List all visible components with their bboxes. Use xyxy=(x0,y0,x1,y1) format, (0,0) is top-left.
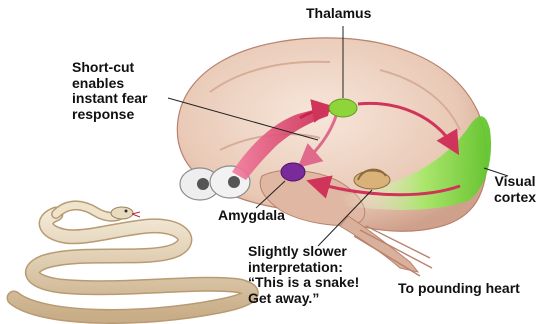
shortcut-label: Short-cut enables instant fear response xyxy=(72,60,147,123)
pounding-heart-label: To pounding heart xyxy=(398,281,520,297)
thalamus-node xyxy=(329,99,357,117)
amygdala-label: Amygdala xyxy=(218,208,285,224)
snake-illustration xyxy=(14,205,251,316)
slower-interpretation-label: Slightly slower interpretation: “This is… xyxy=(248,244,359,307)
amygdala-node xyxy=(281,163,305,181)
thalamus-label: Thalamus xyxy=(306,6,371,22)
visual-cortex-label: Visual cortex xyxy=(494,174,536,205)
